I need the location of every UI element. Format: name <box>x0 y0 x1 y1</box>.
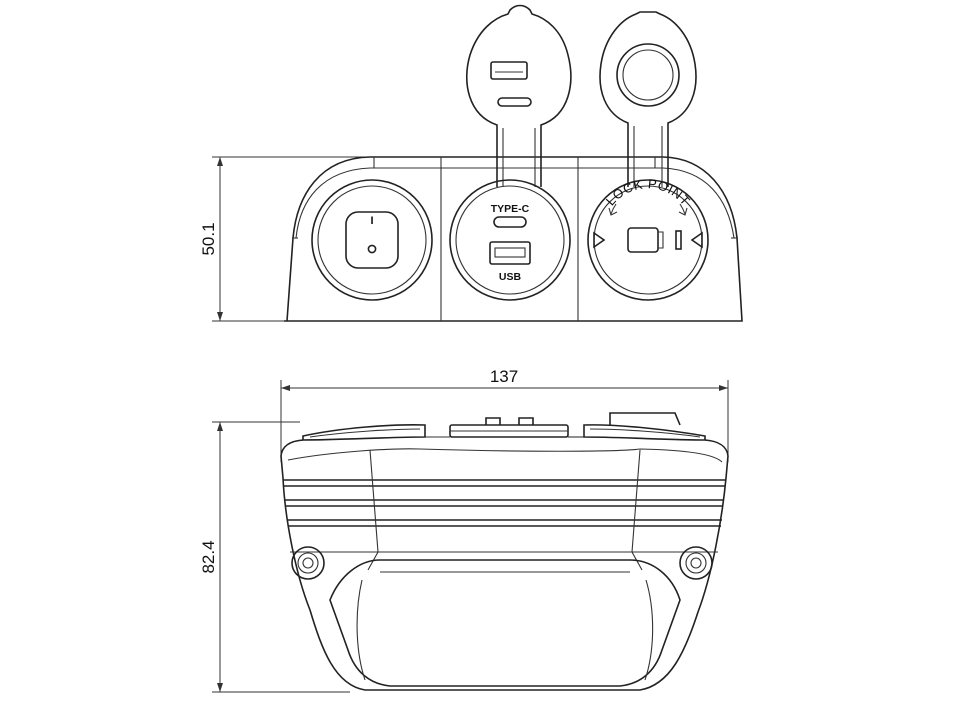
mounting-hole-left <box>291 546 325 580</box>
top-view: 137 82.4 <box>199 367 729 693</box>
arrow-left-icon <box>608 203 618 216</box>
depth-dimension: 82.4 <box>199 421 350 693</box>
cap-usb-c-port-icon <box>497 97 532 107</box>
housing-body <box>280 436 729 691</box>
width-dimension-label: 137 <box>490 367 518 386</box>
panel-housing <box>284 156 743 322</box>
mounting-hole-right <box>679 546 713 580</box>
type-c-label: TYPE-C <box>491 203 530 215</box>
triangle-marker-right-icon <box>690 231 703 249</box>
switch-on-symbol: I <box>370 215 373 227</box>
top-protrusions <box>302 412 706 441</box>
cap-usb-a-port-icon <box>490 61 528 80</box>
usb-c-port-icon <box>493 216 527 228</box>
rocker-switch: I <box>311 179 433 301</box>
width-dimension: 137 <box>280 367 729 462</box>
arrow-right-icon <box>678 203 688 216</box>
usb-label: USB <box>499 271 522 283</box>
switch-off-symbol-icon <box>367 244 377 254</box>
triangle-marker-left-icon <box>593 231 606 249</box>
height-dimension: 50.1 <box>199 156 370 322</box>
lighter-socket: LOCK POINT <box>587 11 709 301</box>
front-view: 50.1 I <box>199 4 743 322</box>
usb-socket: TYPE-C USB <box>449 4 572 301</box>
usb-a-port-icon <box>489 241 531 265</box>
lock-point-label: LOCK POINT <box>603 176 694 208</box>
height-dimension-label: 50.1 <box>199 222 218 255</box>
depth-dimension-label: 82.4 <box>199 540 218 573</box>
lock-slot-icon <box>627 227 659 253</box>
